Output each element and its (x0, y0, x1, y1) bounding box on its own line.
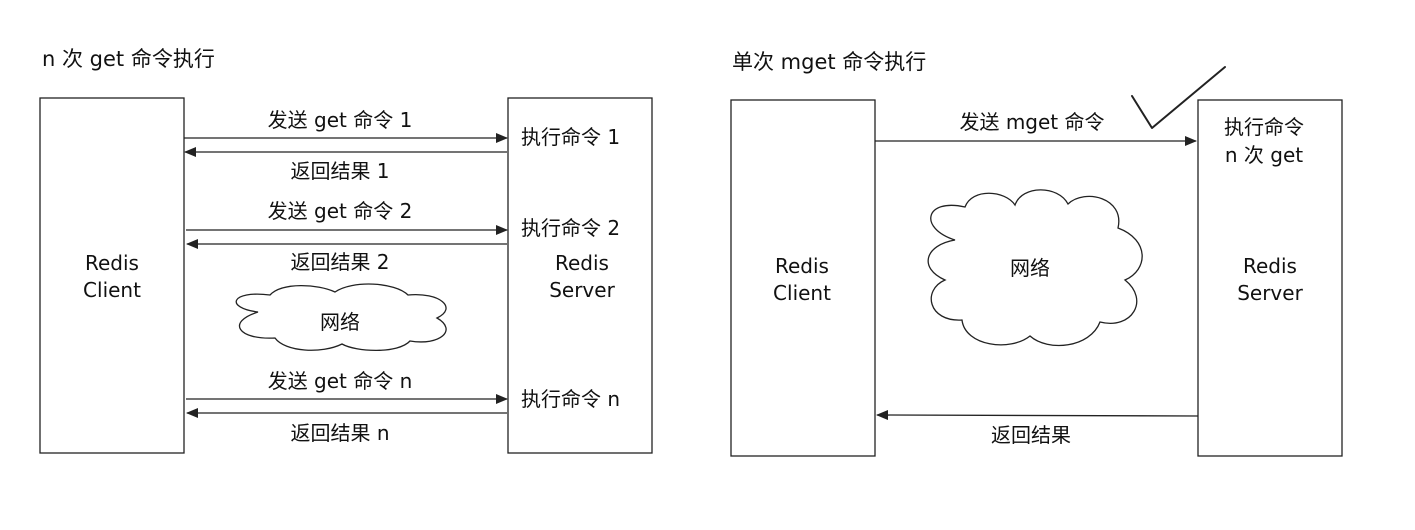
left-server-box (507, 97, 653, 454)
left-return-label-n: 返回结果 n (290, 421, 389, 445)
right-send-label: 发送 mget 命令 (959, 110, 1104, 134)
left-exec-label-1: 执行命令 1 (521, 125, 620, 149)
right-client-label-line1: Redis (775, 254, 829, 278)
left-exec-label-2: 执行命令 2 (521, 216, 620, 240)
left-server-label-line2: Server (549, 278, 615, 302)
right-title: 单次 mget 命令执行 (732, 50, 926, 74)
right-server-label-line1: Redis (1243, 254, 1297, 278)
left-return-label-2: 返回结果 2 (290, 250, 389, 274)
left-send-label-n: 发送 get 命令 n (268, 369, 413, 393)
left-send-label-2: 发送 get 命令 2 (268, 199, 413, 223)
right-return-arrow (876, 410, 1199, 421)
left-client-box (39, 97, 185, 454)
left-client-label-line2: Client (83, 278, 141, 302)
right-cloud-label: 网络 (1010, 256, 1050, 280)
check-mark-icon (1131, 66, 1226, 129)
left-send-label-1: 发送 get 命令 1 (268, 108, 413, 132)
left-network-cloud (235, 283, 447, 351)
left-server-label-line1: Redis (555, 251, 609, 275)
left-client-label-line1: Redis (85, 251, 139, 275)
right-client-label-line2: Client (773, 281, 831, 305)
left-title: n 次 get 命令执行 (42, 47, 215, 71)
right-server-label-line2: Server (1237, 281, 1303, 305)
left-cloud-label: 网络 (320, 310, 360, 334)
right-exec-label-line1: 执行命令 (1224, 115, 1304, 139)
right-return-label: 返回结果 (991, 423, 1071, 447)
left-exec-label-n: 执行命令 n (521, 387, 620, 411)
right-network-cloud (927, 189, 1143, 347)
right-client-box (730, 99, 876, 457)
right-server-box (1197, 99, 1343, 457)
right-exec-label-line2: n 次 get (1225, 143, 1303, 167)
left-return-label-1: 返回结果 1 (290, 159, 389, 183)
